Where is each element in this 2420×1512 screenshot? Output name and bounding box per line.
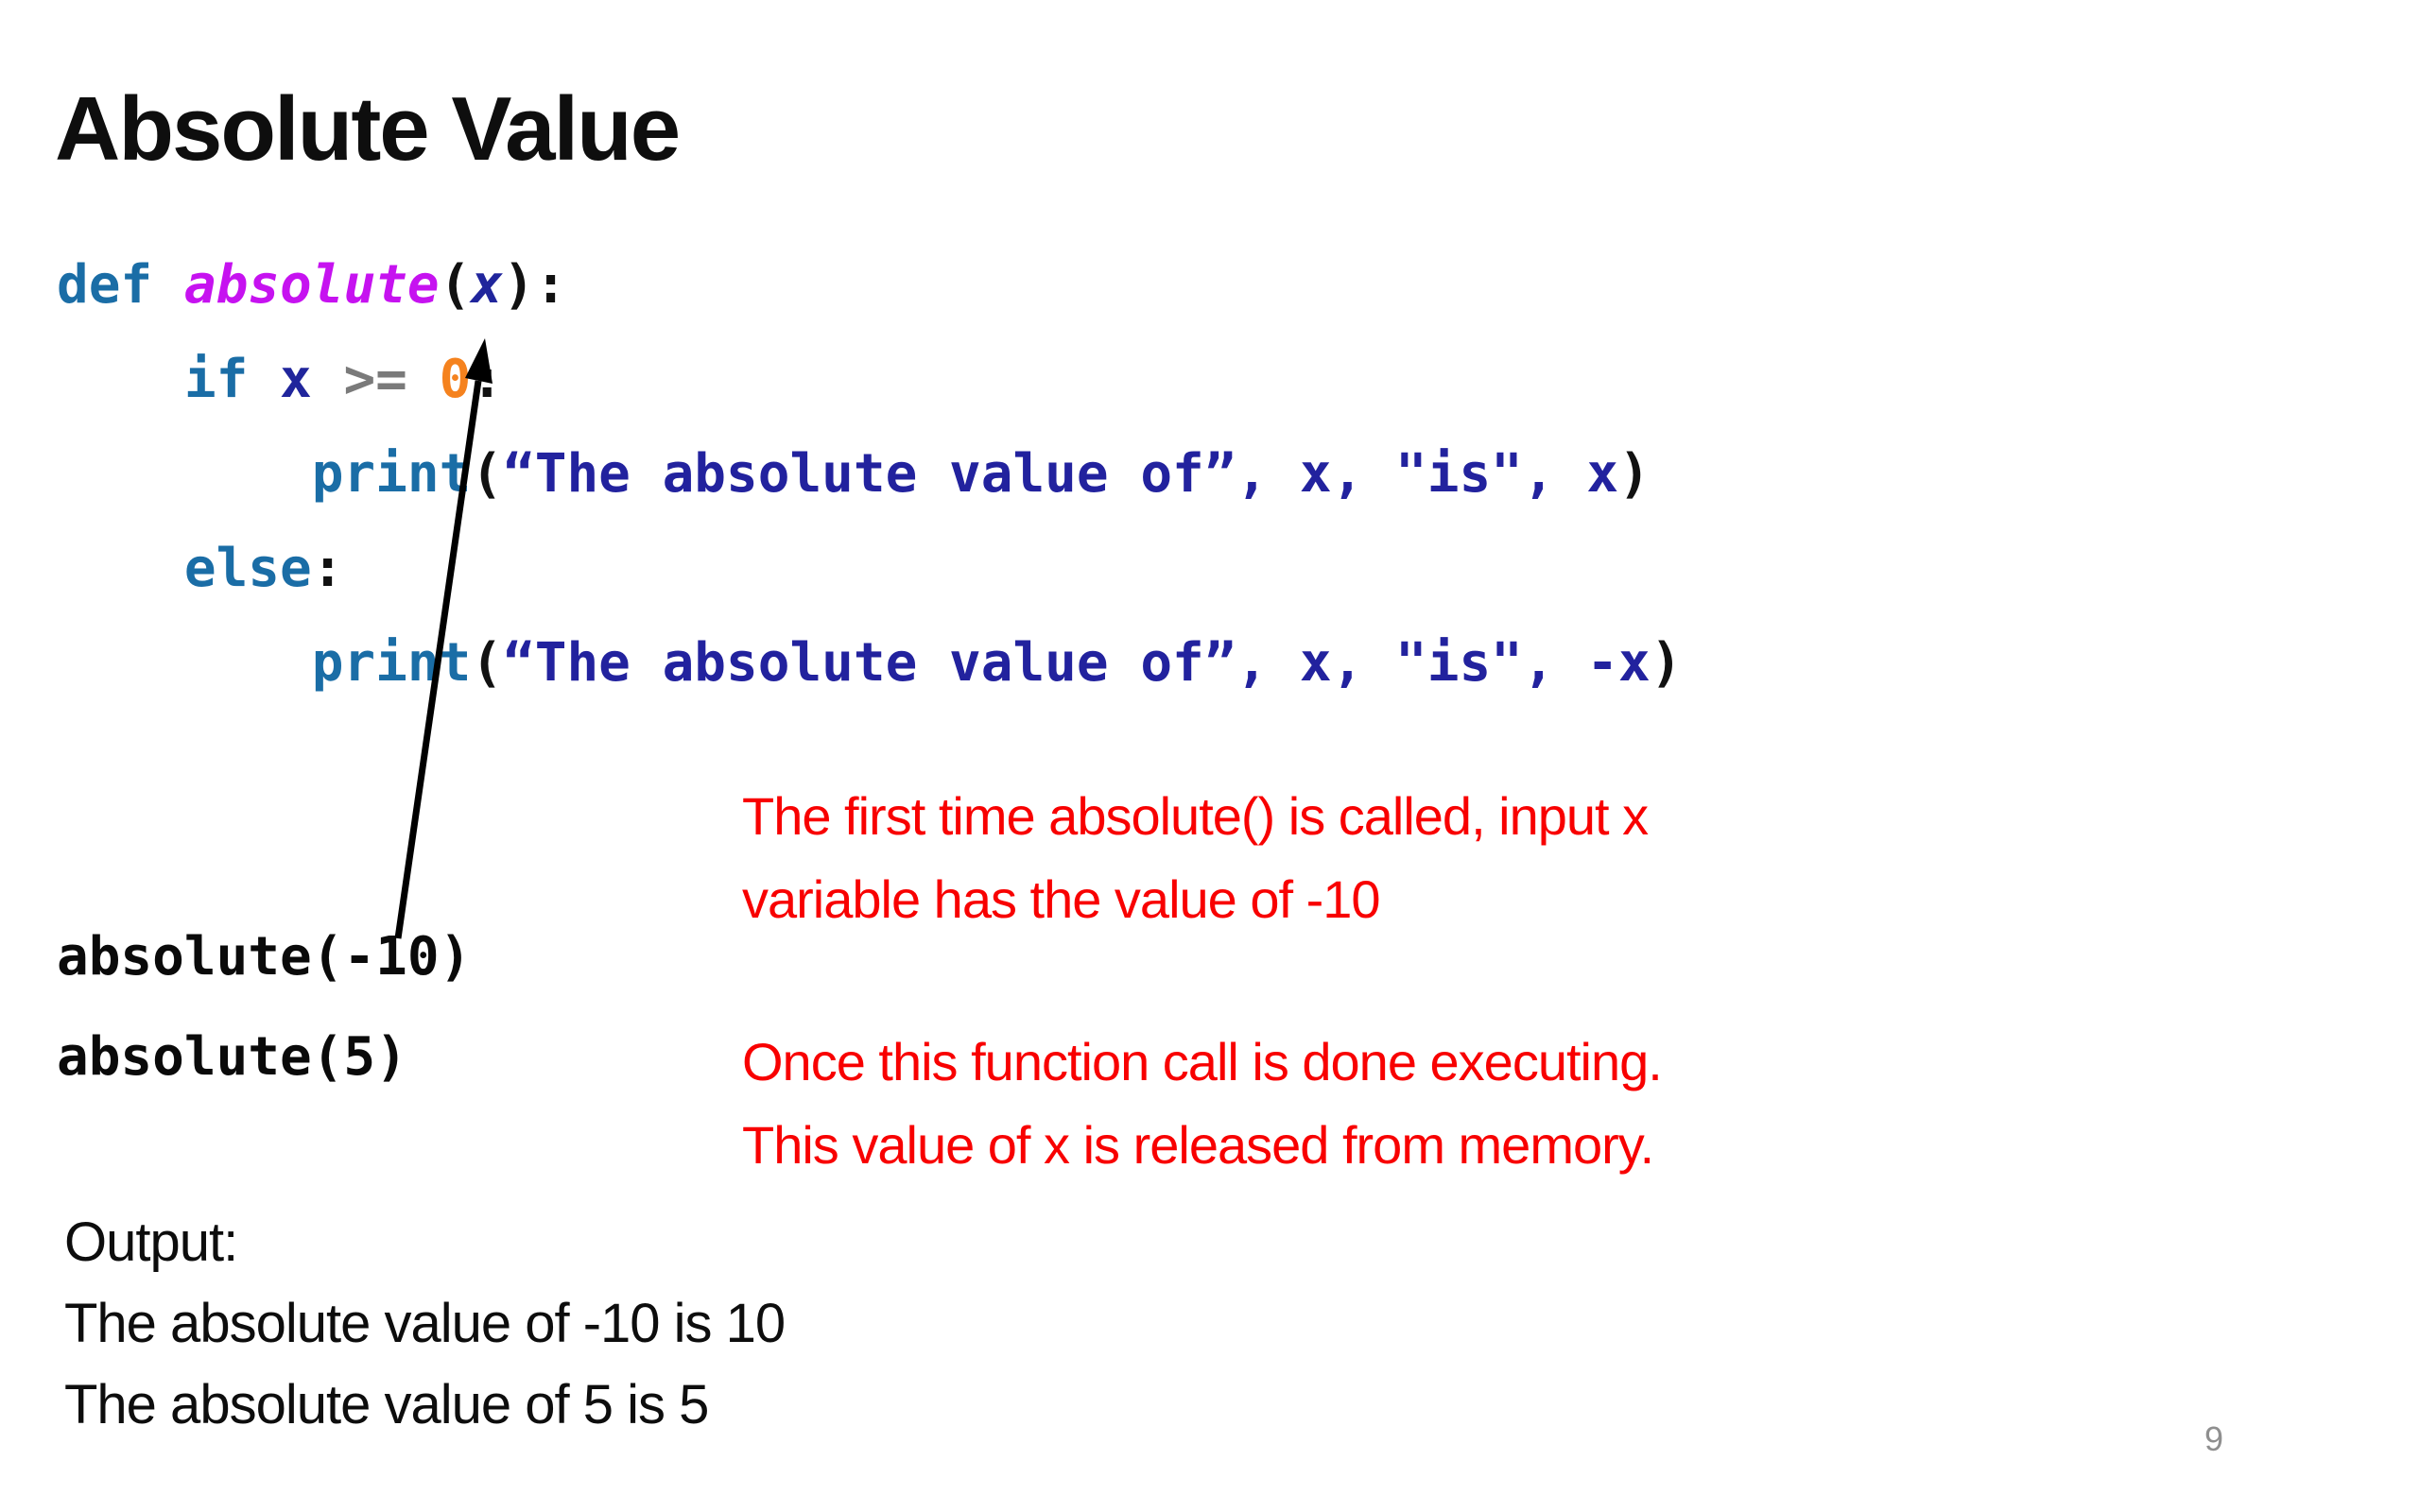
annotation-line: variable has the value of -10 [742,869,1381,929]
code-token [312,349,344,410]
code-token [57,443,312,505]
code-token [152,254,184,316]
output-label: Output: [64,1211,238,1273]
code-token: ( [471,632,504,694]
annotation-line: Once this function call is done executin… [742,1032,1663,1091]
code-token: ) [1618,443,1651,505]
code-token: ( [439,254,472,316]
code-token [57,632,312,694]
code-token: “The absolute value of”, x, "is", x [503,443,1619,505]
code-token [407,349,440,410]
code-token: : [311,538,344,599]
code-token: print [311,443,472,505]
code-token [57,349,184,410]
code-line: else: [57,522,1682,616]
code-block: def absolute(x): if x >= 0: print(“The a… [57,238,1682,711]
code-token: print [311,632,472,694]
code-token: >= [343,349,407,410]
code-line: print(“The absolute value of”, x, "is", … [57,427,1682,522]
call-line: absolute(-10) [57,926,472,988]
function-call-lines: absolute(-10) absolute(5) [57,907,471,1108]
output-line: The absolute value of 5 is 5 [64,1374,709,1435]
code-token: x [280,349,312,410]
code-token: else [183,538,312,599]
code-line: if x >= 0: [57,333,1682,427]
page-number: 9 [2204,1419,2224,1458]
output-line: The absolute value of -10 is 10 [64,1293,786,1354]
code-token [57,538,184,599]
code-token: ): [503,254,567,316]
code-line: print(“The absolute value of”, x, "is", … [57,616,1683,711]
code-token: def [57,254,153,316]
code-token [248,349,280,410]
annotation-line: This value of x is released from memory. [742,1115,1654,1175]
slide-title: Absolute Value [55,78,681,180]
code-token: ) [1650,632,1683,694]
annotation-line: The first time absolute() is called, inp… [742,786,1649,846]
annotation-memory-release: Once this function call is done executin… [742,1021,1663,1187]
code-line: def absolute(x): [57,238,1682,333]
code-token: x [471,254,504,316]
code-token: if [183,349,249,410]
code-token: absolute [183,254,440,316]
program-output: Output: The absolute value of -10 is 10 … [64,1202,786,1446]
code-token: : [471,349,504,410]
annotation-first-call: The first time absolute() is called, inp… [742,775,1649,941]
call-line: absolute(5) [57,1026,407,1088]
code-token: “The absolute value of”, x, "is", -x [503,632,1651,694]
code-token: ( [471,443,504,505]
code-token: 0 [439,349,472,410]
